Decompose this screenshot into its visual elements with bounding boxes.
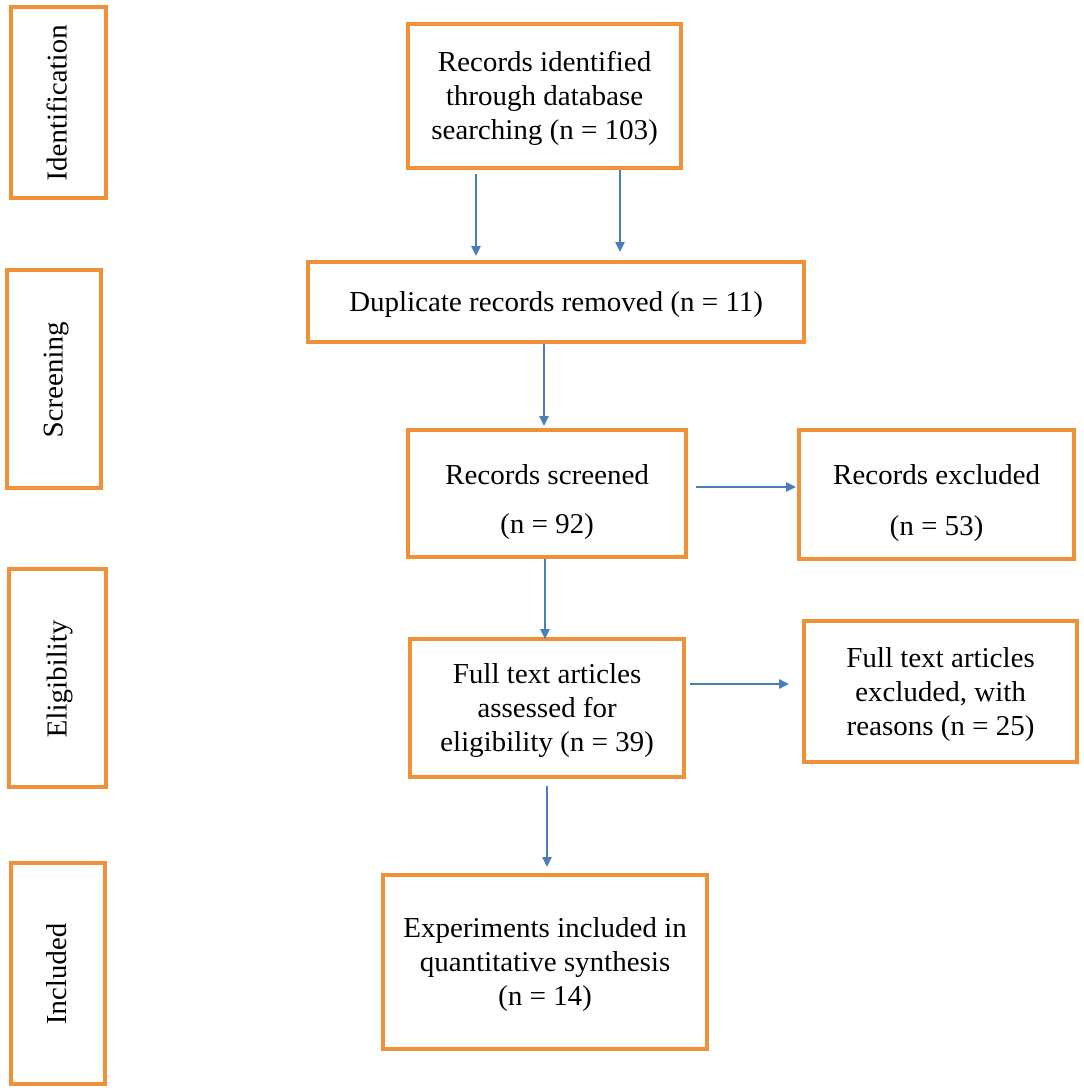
records-screened-line-1: Records screened [445,459,649,491]
stage-screening-box: Screening [5,268,103,490]
stage-screening-label: Screening [37,321,70,437]
records-excluded-line-1: Records excluded [833,459,1040,491]
records-identified-line-2: through database [445,80,644,112]
records-identified-line-1: Records identified [437,46,652,78]
stage-included-box: Included [9,861,107,1086]
studies-included-line-2: quantitative synthesis [419,946,671,978]
fulltext-assessed-line-1: Full text articles [452,658,642,690]
fulltext-excluded-box: Full text articles excluded, with reason… [802,619,1079,764]
fulltext-assessed-box: Full text articles assessed for eligibil… [408,637,686,779]
studies-included-line-1: Experiments included in [403,912,687,944]
records-screened-line-2: (n = 92) [500,508,594,540]
studies-included-box: Experiments included in quantitative syn… [381,873,709,1051]
records-excluded-line-2: (n = 53) [889,510,984,542]
records-excluded-box: Records excluded (n = 53) [797,428,1076,561]
stage-included-label: Included [41,922,74,1025]
fulltext-excluded-line-2: excluded, with [855,675,1026,708]
fulltext-assessed-line-2: assessed for [477,692,617,724]
records-identified-line-3: searching (n = 103) [431,114,658,146]
records-identified-box: Records identified through database sear… [406,22,683,170]
stage-eligibility-label: Eligibility [41,619,73,737]
records-screened-box: Records screened (n = 92) [406,428,688,559]
stage-identification-label: Identification [42,24,74,181]
fulltext-excluded-line-3: reasons (n = 25) [846,709,1035,742]
fulltext-excluded-line-1: Full text articles [846,641,1035,674]
duplicates-removed-line-1: Duplicate records removed (n = 11) [349,286,763,318]
studies-included-line-3: (n = 14) [498,980,592,1012]
stage-eligibility-box: Eligibility [7,567,108,789]
duplicates-removed-box: Duplicate records removed (n = 11) [306,260,806,344]
fulltext-assessed-line-3: eligibility (n = 39) [440,726,654,758]
stage-identification-box: Identification [9,5,108,200]
